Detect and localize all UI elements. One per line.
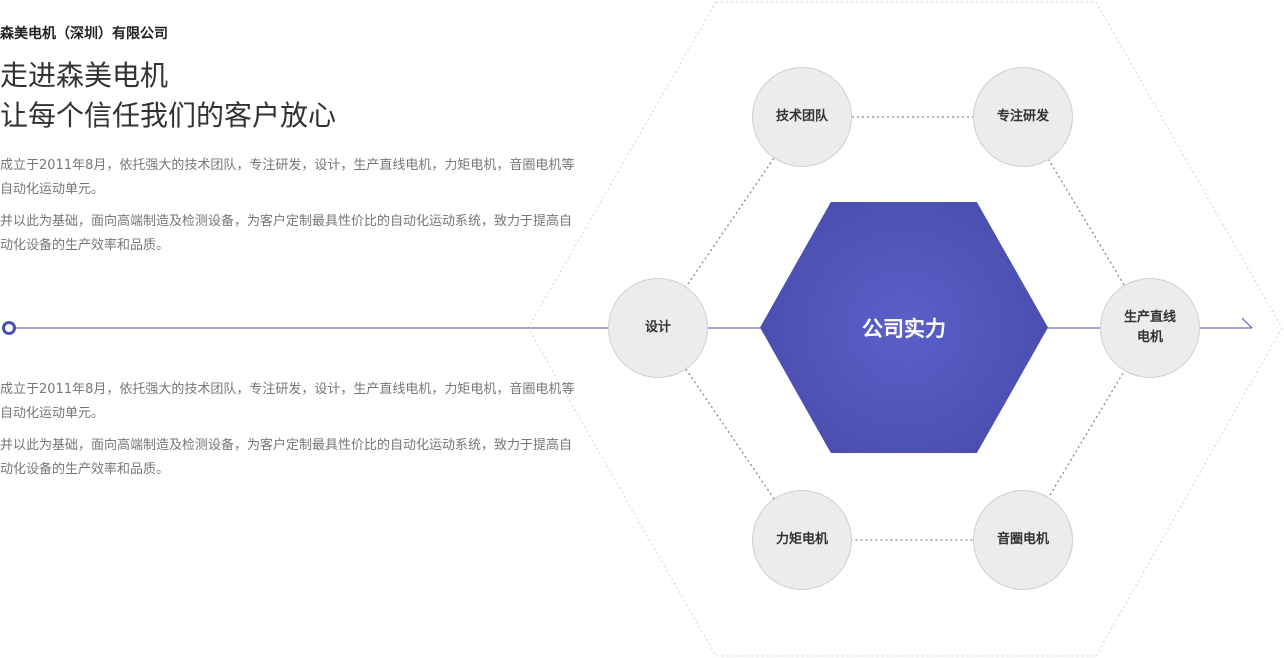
timeline-start-dot: [2, 321, 16, 335]
node-rnd: 专注研发: [973, 67, 1073, 167]
node-tech-team: 技术团队: [752, 67, 852, 167]
intro-paragraph-1: 成立于2011年8月，依托强大的技术团队，专注研发，设计，生产直线电机，力矩电机…: [0, 158, 575, 197]
node-design: 设计: [608, 278, 708, 378]
company-strength-hexagon: 公司实力: [760, 202, 1048, 453]
headline: 走进森美电机让每个信任我们的客户放心: [0, 56, 336, 136]
node-voice-coil-motor: 音圈电机: [973, 490, 1073, 590]
headline-line-2: 让每个信任我们的客户放心: [0, 99, 337, 132]
headline-line-1: 走进森美电机: [0, 59, 169, 92]
arrow-head: [1241, 317, 1253, 329]
node-production: 生产直线电机: [1100, 278, 1200, 378]
detail-paragraph-2: 并以此为基础，面向高端制造及检测设备，为客户定制最具性价比的自动化运动系统，致力…: [0, 438, 573, 477]
detail-paragraph-1: 成立于2011年8月，依托强大的技术团队，专注研发，设计，生产直线电机，力矩电机…: [0, 382, 575, 421]
intro-paragraph-2: 并以此为基础，面向高端制造及检测设备，为客户定制最具性价比的自动化运动系统，致力…: [0, 214, 573, 253]
company-name: 森美电机（深圳）有限公司: [0, 26, 168, 42]
node-torque-motor: 力矩电机: [752, 490, 852, 590]
